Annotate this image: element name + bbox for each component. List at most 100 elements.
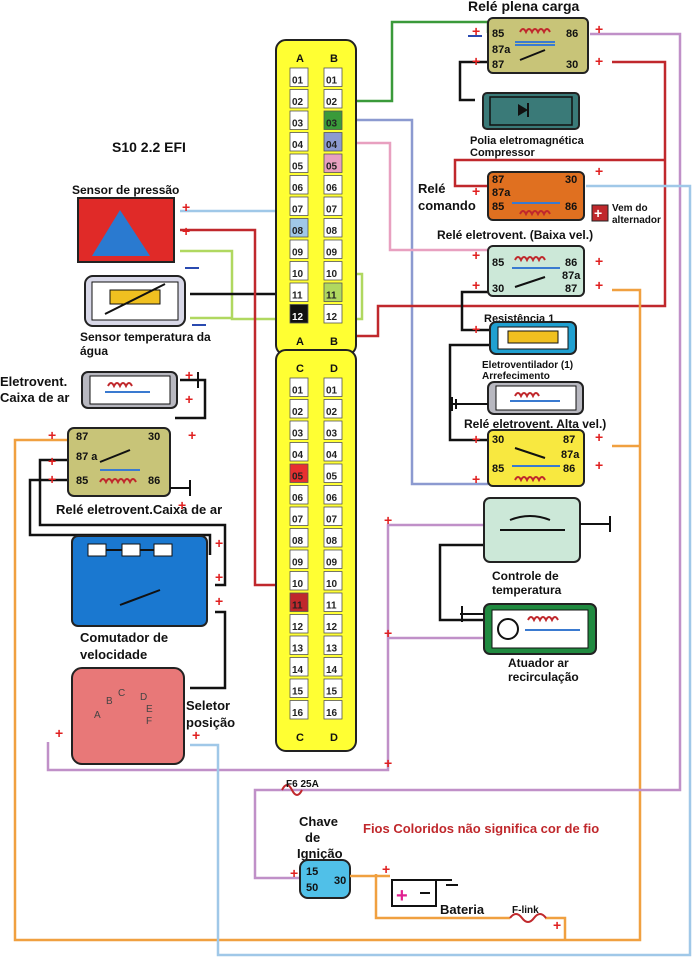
connector-pin[interactable] [323,635,343,655]
wire-black-7 [28,478,212,555]
connector-pin[interactable] [289,506,309,526]
connector-pin[interactable] [289,463,309,483]
rele-comando[interactable]: 87 30 87a 85 86 Relé comando [418,171,585,221]
connector-pin[interactable] [323,528,343,548]
connector-pin[interactable] [323,67,343,87]
connector-pin[interactable] [289,420,309,440]
connector-pin[interactable] [289,592,309,612]
connector-pin[interactable] [289,678,309,698]
rele-alta-vel[interactable]: Relé eletrovent. Alta vel.) 30 87 87a 85… [464,417,606,487]
connector-pin[interactable] [289,304,309,324]
plus-icon: + [48,453,56,469]
connector-pin[interactable] [289,485,309,505]
atuador-label2: recirculação [508,670,579,684]
connector-pin[interactable] [289,614,309,634]
connector-pin[interactable] [323,132,343,152]
connector-pin[interactable] [289,282,309,302]
connector-pin[interactable] [289,399,309,419]
plus-icon: + [595,21,603,37]
rele-baixa-vel[interactable]: Relé eletrovent. (Baixa vel.) 85 86 30 8… [437,228,593,297]
connector-pin-label: 11 [292,601,303,612]
eletrovent-caixa-ar[interactable]: Eletrovent. Caixa de ar [0,371,199,409]
connector-pin[interactable] [323,700,343,720]
controle-temperatura[interactable]: Controle de temperatura [483,497,611,597]
plus-icon: + [472,53,480,69]
connector-pin[interactable] [289,261,309,281]
connector-pin[interactable] [289,635,309,655]
seletor-posicao[interactable]: A B C D E F Seletor posição [71,667,235,765]
pin-87a: 87a [561,449,580,461]
connector-pin[interactable] [323,463,343,483]
plus-icon: + [553,917,561,933]
connector-pin[interactable] [323,549,343,569]
connector-pin-label: 04 [326,450,338,461]
plus-icon: + [472,277,480,293]
rele-caixa-ar[interactable]: 87 30 87 a 85 86 Relé eletrovent.Caixa d… [56,427,222,517]
connector-footer-label: B [330,336,338,348]
eletroventilador[interactable] [450,381,584,415]
polia-eletromagnetica[interactable]: Polia eletromagnética Compressor [470,92,585,159]
plus-icon: + [290,865,298,881]
connector-pin[interactable] [323,571,343,591]
sensor-pressao[interactable]: Sensor de pressão [72,183,179,263]
vem-do-alternador: + Vem do alternador [591,203,661,226]
connector-pin[interactable] [323,485,343,505]
bateria-label: Bateria [440,902,485,917]
connector-pin[interactable] [289,549,309,569]
connector-pin[interactable] [323,377,343,397]
connector-pin[interactable] [323,399,343,419]
connector-pin[interactable] [323,175,343,195]
connector-pin[interactable] [323,239,343,259]
connector-pin[interactable] [289,442,309,462]
plus-icon: + [472,321,480,337]
connector-pin[interactable] [323,218,343,238]
pin-30: 30 [566,59,578,71]
connector-pin[interactable] [323,506,343,526]
connector-pin[interactable] [323,304,343,324]
chave-ignicao[interactable]: Chave de Ignição 15 30 50 [297,814,390,899]
bateria[interactable]: + Bateria [391,879,485,917]
connector-pin[interactable] [289,528,309,548]
connector-pin[interactable] [289,218,309,238]
connector-pin[interactable] [289,132,309,152]
connector-pin[interactable] [323,89,343,109]
connector-pin[interactable] [289,657,309,677]
connector-pin[interactable] [323,442,343,462]
connector-pin[interactable] [289,571,309,591]
connector-pin[interactable] [323,261,343,281]
connector-pin[interactable] [323,614,343,634]
resistencia[interactable]: Resistência 1 Eletroventilador (1) Arref… [482,313,577,382]
connector-pin[interactable] [323,657,343,677]
connector-pin[interactable] [323,153,343,173]
connector-pin[interactable] [323,420,343,440]
connector-pin[interactable] [289,700,309,720]
plus-icon: + [384,625,392,641]
connector-pin[interactable] [289,196,309,216]
connector-pin[interactable] [289,153,309,173]
connector-pin[interactable] [289,377,309,397]
rele-caixa-label: Relé eletrovent.Caixa de ar [56,502,222,517]
connector-pin-label: 04 [326,140,338,151]
connector-pin[interactable] [289,110,309,130]
connector-footer-label: D [330,732,338,744]
connector-pin[interactable] [289,89,309,109]
connector-pin[interactable] [289,239,309,259]
atuador-recirculacao[interactable]: Atuador ar recirculação [460,603,597,684]
connector-pin[interactable] [323,196,343,216]
connector-pin[interactable] [323,282,343,302]
connector-pin[interactable] [323,110,343,130]
seletor-label2: posição [186,715,235,730]
connector-pin[interactable] [289,175,309,195]
connector-pin-label: 09 [326,558,338,569]
comutador-velocidade[interactable]: Comutador de velocidade [71,535,208,662]
rele-plena-carga[interactable]: 85 86 87a 87 30 Relé plena carga [468,0,589,74]
sensor-temperatura[interactable]: Sensor temperatura da água [80,275,211,358]
connector-pin[interactable] [323,592,343,612]
plus-icon: + [595,163,603,179]
connector-pin[interactable] [323,678,343,698]
pin-87: 87 [492,59,504,71]
connector-pin[interactable] [289,67,309,87]
wire-pink [352,141,488,252]
plus-icon: + [595,253,603,269]
plus-icon: + [396,885,408,907]
